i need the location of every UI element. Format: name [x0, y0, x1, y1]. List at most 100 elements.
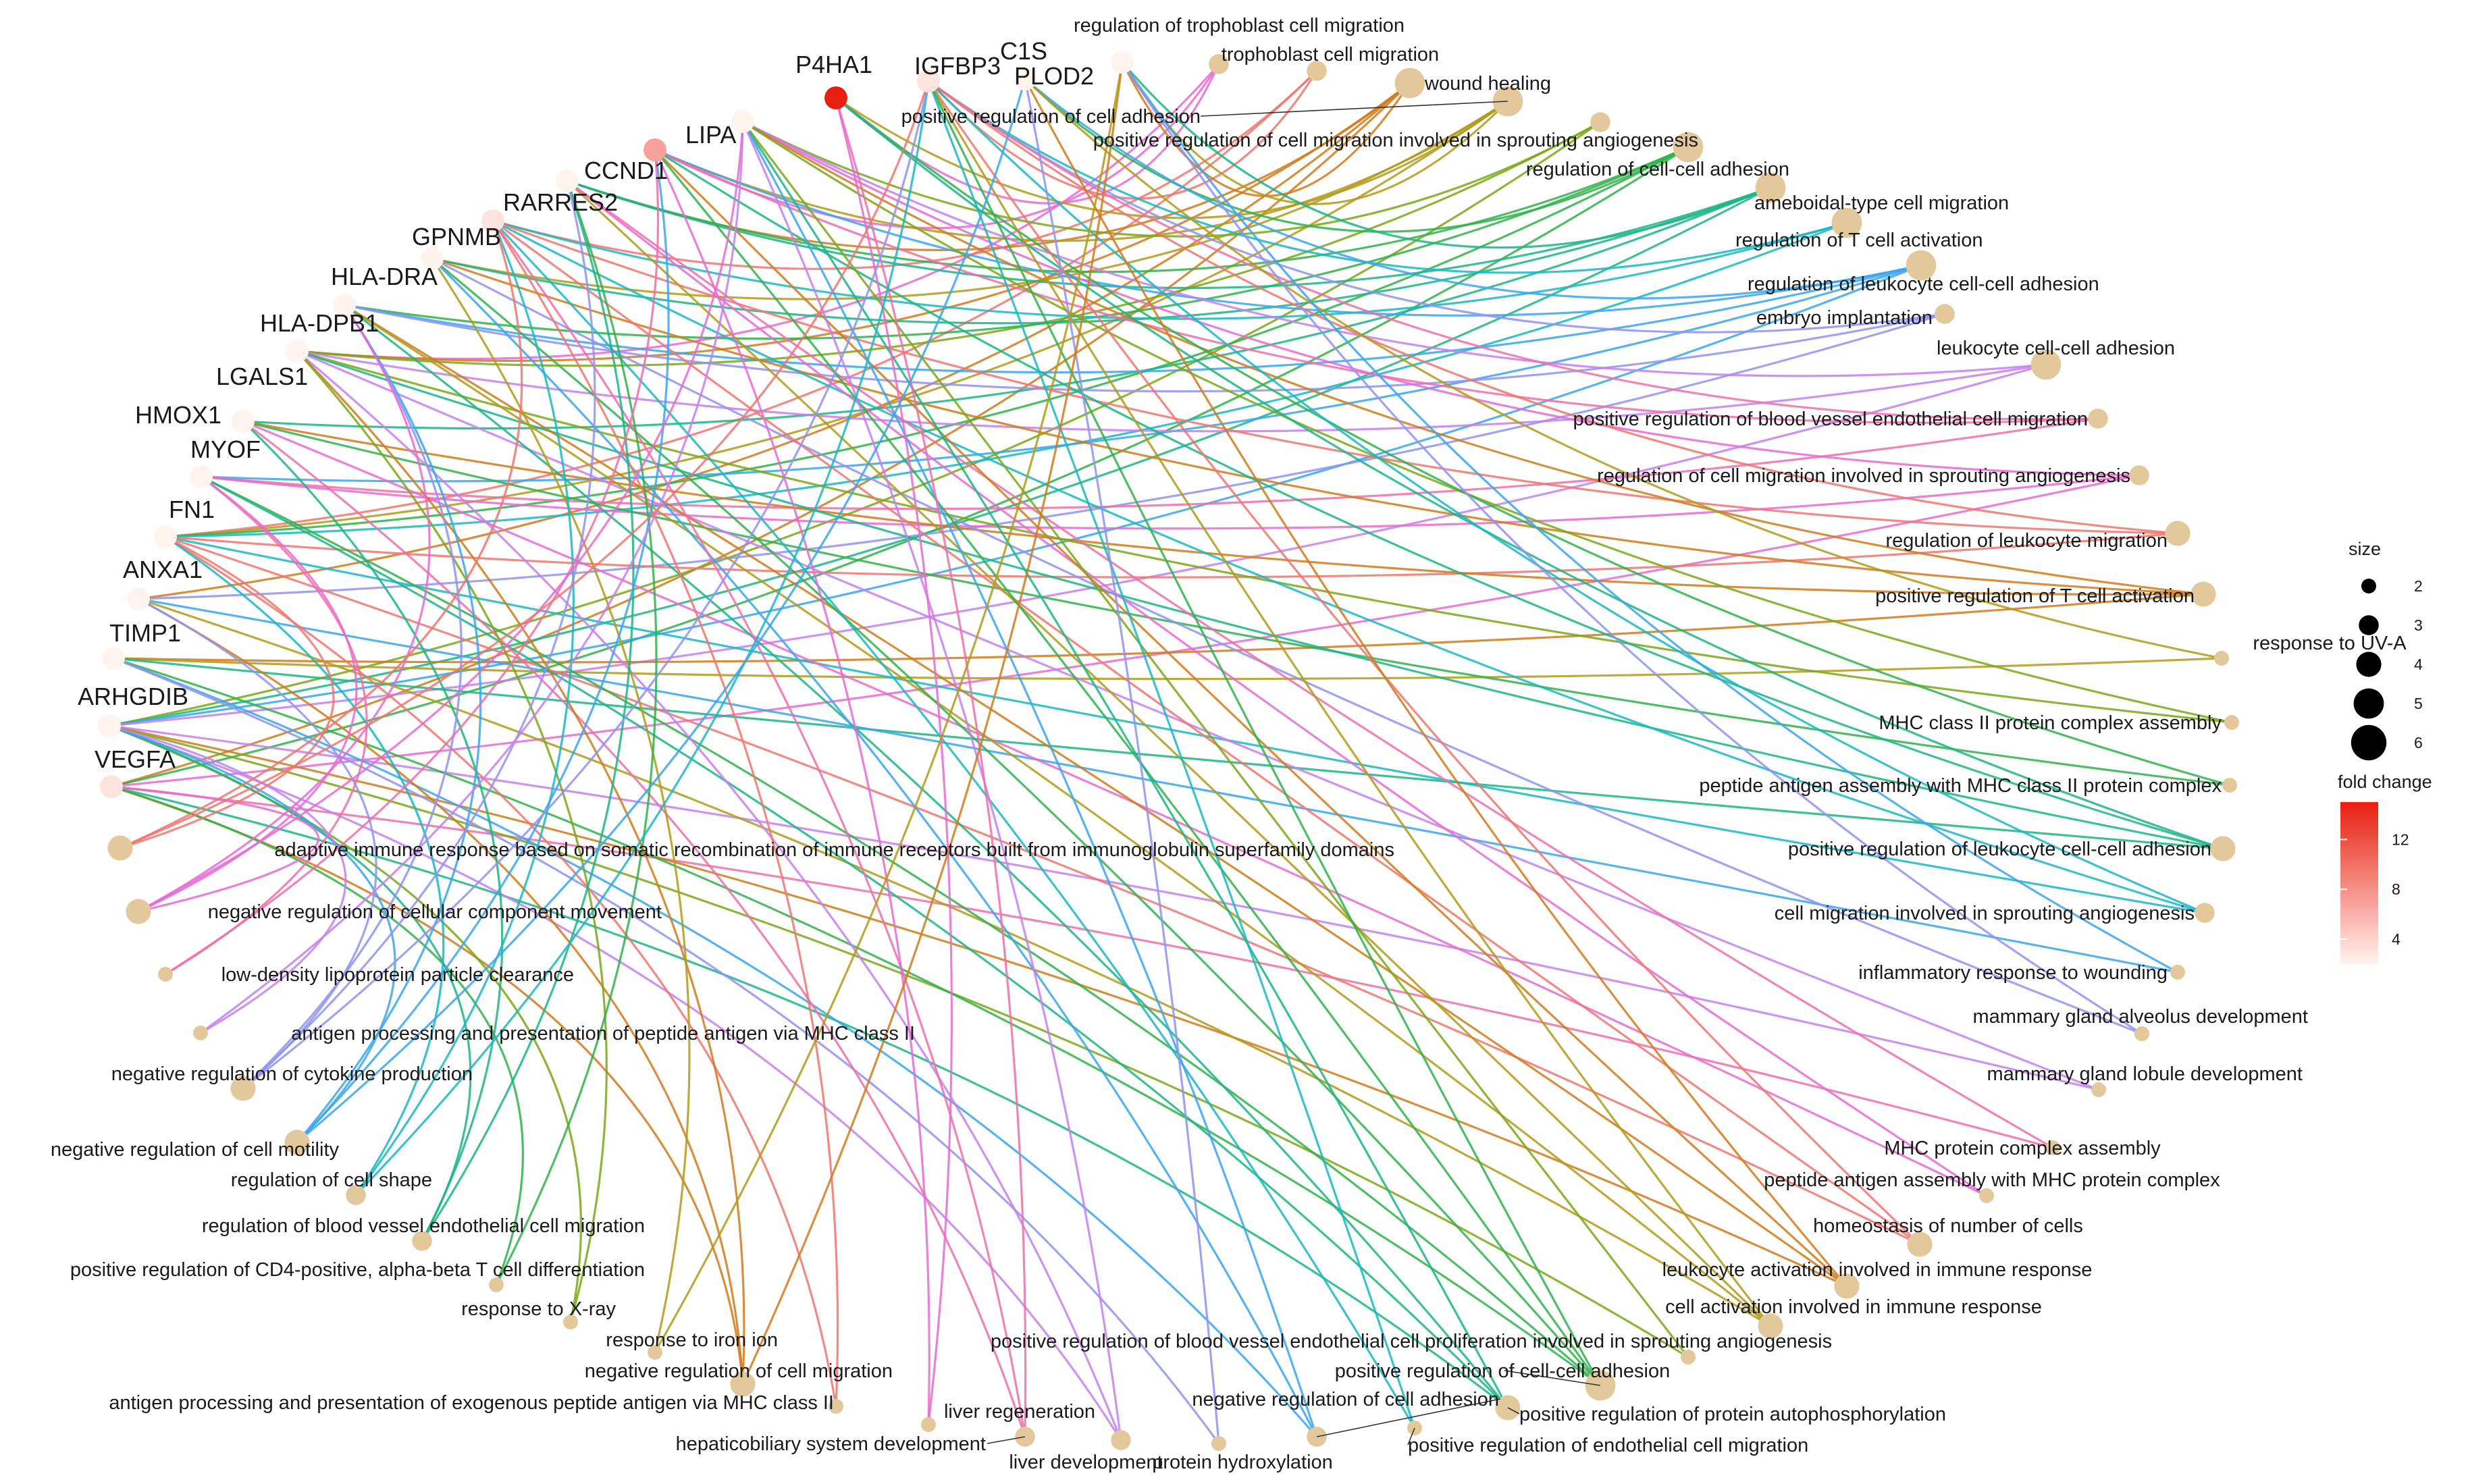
- edge-lgals1-positive-regulation-of-cell-migration-involved-in-sprouting-angiogenesis: [296, 121, 1601, 367]
- gene-node-gpnmb[interactable]: [481, 209, 504, 232]
- term-node-trophoblast-cell-migration[interactable]: [1307, 61, 1327, 81]
- gene-node-vegfa[interactable]: [100, 775, 123, 798]
- term-node-regulation-of-cell-migration-involved-in-sprouting-angiogenesis[interactable]: [2129, 465, 2149, 485]
- term-node-response-to-x-ray[interactable]: [563, 1315, 578, 1329]
- label-leader-line: [1316, 1398, 1501, 1437]
- term-label-low-density-lipoprotein-particle-clearance: low-density lipoprotein particle clearan…: [221, 964, 574, 986]
- edge-gpnmb-homeostasis-of-number-of-cells: [492, 219, 1920, 1246]
- term-node-negative-regulation-of-cellular-component-movement[interactable]: [126, 899, 151, 924]
- term-node-response-to-uv-a[interactable]: [2214, 651, 2229, 666]
- term-node-liver-development[interactable]: [1111, 1430, 1131, 1450]
- gene-node-lipa[interactable]: [731, 110, 754, 133]
- term-node-leukocyte-activation-involved-in-immune-response[interactable]: [1834, 1273, 1860, 1299]
- gene-node-p4ha1[interactable]: [824, 86, 847, 109]
- gene-node-rarres2[interactable]: [556, 169, 579, 192]
- term-node-negative-regulation-of-cell-motility[interactable]: [284, 1130, 310, 1155]
- gene-node-c1s[interactable]: [1014, 68, 1037, 90]
- term-node-positive-regulation-of-blood-vessel-endothelial-cell-migration[interactable]: [2088, 408, 2108, 429]
- term-node-negative-regulation-of-cytokine-production[interactable]: [230, 1076, 256, 1101]
- term-node-regulation-of-leukocyte-migration[interactable]: [2165, 521, 2190, 546]
- term-node-cell-activation-involved-in-immune-response[interactable]: [1758, 1313, 1783, 1339]
- term-node-inflammatory-response-to-wounding[interactable]: [2170, 965, 2185, 980]
- term-node-leukocyte-cell-cell-adhesion[interactable]: [2030, 349, 2062, 380]
- gene-node-plod2[interactable]: [1111, 51, 1134, 74]
- gene-node-hmox1[interactable]: [232, 410, 255, 433]
- edge-c1s-protein-hydroxylation: [1024, 78, 1220, 1444]
- term-node-wound-healing[interactable]: [1394, 68, 1425, 99]
- term-node-mammary-gland-alveolus-development[interactable]: [2134, 1026, 2149, 1041]
- size-legend-label-4: 4: [2414, 656, 2423, 673]
- term-node-regulation-of-cell-cell-adhesion[interactable]: [1673, 132, 1704, 163]
- term-node-embryo-implantation[interactable]: [1935, 304, 1955, 324]
- term-node-peptide-antigen-assembly-with-mhc-class-ii-protein-complex[interactable]: [2222, 778, 2237, 793]
- edge-myof-regulation-of-cell-migration-involved-in-sprouting-angiogenesis: [201, 474, 2140, 530]
- term-node-peptide-antigen-assembly-with-mhc-protein-complex[interactable]: [1979, 1188, 1994, 1203]
- term-node-negative-regulation-of-cell-migration[interactable]: [730, 1371, 756, 1397]
- gene-node-anxa1[interactable]: [127, 587, 150, 610]
- term-node-antigen-processing-and-presentation-of-exogenous-peptide-antigen-via-mhc-class-ii[interactable]: [829, 1399, 843, 1414]
- term-node-ameboidal-type-cell-migration[interactable]: [1755, 172, 1786, 203]
- term-node-mhc-class-ii-protein-complex-assembly[interactable]: [2224, 715, 2239, 730]
- edge-c1s-regulation-of-leukocyte-cell-cell-adhesion: [1024, 78, 1922, 300]
- gene-node-ccnd1[interactable]: [644, 138, 666, 161]
- term-label-positive-regulation-of-blood-vessel-endothelial-cell-proliferation-involved-in-sprouting-angiogenesis: positive regulation of blood vessel endo…: [991, 1331, 1832, 1352]
- gene-node-lgals1[interactable]: [286, 340, 309, 363]
- edge-arhgdib-antigen-processing-and-presentation-of-peptide-antigen-via-mhc-class-ii: [109, 724, 347, 1034]
- edge-lgals1-positive-regulation-of-leukocyte-cell-cell-adhesion: [296, 350, 2224, 850]
- edge-hla-dra-mammary-gland-alveolus-development: [431, 257, 2143, 1035]
- term-node-regulation-of-leukocyte-cell-cell-adhesion[interactable]: [1906, 250, 1937, 281]
- edge-myof-positive-regulation-of-protein-autophosphorylation: [201, 475, 1509, 1409]
- edge-lgals1-response-to-x-ray: [296, 350, 608, 1323]
- gene-label-vegfa: VEGFA: [95, 745, 176, 773]
- term-node-liver-regeneration[interactable]: [921, 1417, 936, 1432]
- term-node-positive-regulation-of-leukocyte-cell-cell-adhesion[interactable]: [2210, 836, 2236, 862]
- term-label-regulation-of-t-cell-activation: regulation of T cell activation: [1735, 230, 1983, 251]
- edge-igfbp3-cell-activation-involved-in-immune-response: [927, 80, 1772, 1327]
- gene-node-igfbp3[interactable]: [917, 70, 940, 92]
- edge-fn1-regulation-of-leukocyte-migration: [165, 532, 2178, 579]
- gene-node-hla-dpb1[interactable]: [333, 294, 356, 317]
- gene-node-hla-dra[interactable]: [421, 247, 444, 270]
- term-node-protein-hydroxylation[interactable]: [1211, 1436, 1226, 1451]
- term-label-hepaticobiliary-system-development: hepaticobiliary system development: [676, 1433, 986, 1455]
- edge-hla-dra-negative-regulation-of-cell-adhesion: [431, 257, 1318, 1437]
- edge-igfbp3-embryo-implantation: [928, 80, 1945, 334]
- label-leader-line: [1504, 1370, 1601, 1386]
- edge-plod2-negative-regulation-of-cell-migration: [741, 61, 1124, 1385]
- edge-lipa-positive-regulation-of-cell-migration-involved-in-sprouting-angiogenesis: [742, 120, 1601, 238]
- gene-label-plod2: PLOD2: [1014, 62, 1094, 90]
- edge-p4ha1-peptide-antigen-assembly-with-mhc-class-ii-protein-complex: [835, 97, 2230, 787]
- term-node-regulation-of-blood-vessel-endothelial-cell-migration[interactable]: [412, 1231, 432, 1251]
- term-node-positive-regulation-of-blood-vessel-endothelial-cell-proliferation-involved-in-sprouting-angiogenesis[interactable]: [1681, 1350, 1696, 1364]
- term-label-positive-regulation-of-endothelial-cell-migration: positive regulation of endothelial cell …: [1408, 1435, 1808, 1456]
- term-node-antigen-processing-and-presentation-of-peptide-antigen-via-mhc-class-ii[interactable]: [193, 1026, 208, 1040]
- label-leader-line: [1507, 1407, 1520, 1414]
- term-node-homeostasis-of-number-of-cells[interactable]: [1907, 1231, 1933, 1257]
- gene-label-hla-dpb1: HLA-DPB1: [260, 309, 379, 337]
- term-node-regulation-of-trophoblast-cell-migration[interactable]: [1209, 54, 1229, 74]
- gene-node-myof[interactable]: [190, 465, 213, 488]
- term-node-positive-regulation-of-cell-migration-involved-in-sprouting-angiogenesis[interactable]: [1590, 112, 1610, 132]
- term-node-adaptive-immune-response-based-on-somatic-recombination-of-immune-receptors-built-from-immunoglobulin-superfamily-domains[interactable]: [107, 835, 133, 861]
- edge-layer: [109, 61, 2232, 1444]
- term-node-low-density-lipoprotein-particle-clearance[interactable]: [158, 967, 173, 982]
- gene-node-arhgdib[interactable]: [98, 714, 121, 737]
- term-node-regulation-of-t-cell-activation[interactable]: [1831, 207, 1862, 238]
- term-node-response-to-iron-ion[interactable]: [648, 1345, 662, 1360]
- term-node-regulation-of-cell-shape[interactable]: [346, 1185, 366, 1205]
- term-label-leukocyte-activation-involved-in-immune-response: leukocyte activation involved in immune …: [1662, 1259, 2093, 1281]
- edge-hmox1-regulation-of-blood-vessel-endothelial-cell-migration: [242, 420, 504, 1242]
- term-node-cell-migration-involved-in-sprouting-angiogenesis[interactable]: [2195, 903, 2215, 923]
- gene-node-fn1[interactable]: [154, 525, 177, 548]
- gene-node-timp1[interactable]: [102, 647, 125, 670]
- gene-label-igfbp3: IGFBP3: [914, 52, 1001, 80]
- term-label-positive-regulation-of-protein-autophosphorylation: positive regulation of protein autophosp…: [1519, 1404, 1946, 1425]
- term-node-mammary-gland-lobule-development[interactable]: [2091, 1082, 2106, 1097]
- term-node-positive-regulation-of-cd4-positive-alpha-beta-t-cell-differentiation[interactable]: [489, 1277, 504, 1292]
- term-node-positive-regulation-of-t-cell-activation[interactable]: [2190, 581, 2216, 607]
- term-node-mhc-protein-complex-assembly[interactable]: [2045, 1140, 2060, 1155]
- term-label-mhc-class-ii-protein-complex-assembly: MHC class II protein complex assembly: [1879, 712, 2222, 734]
- term-label-negative-regulation-of-cellular-component-movement: negative regulation of cellular componen…: [208, 901, 662, 923]
- term-label-negative-regulation-of-cytokine-production: negative regulation of cytokine producti…: [111, 1063, 473, 1085]
